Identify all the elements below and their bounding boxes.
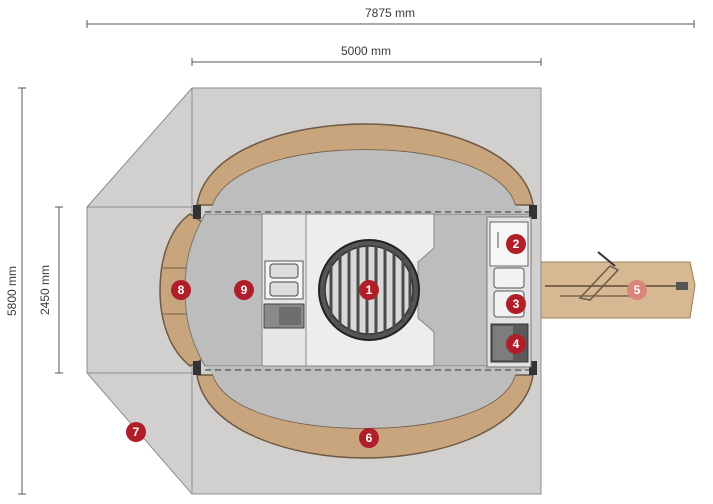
marker-7-label: 7 xyxy=(133,425,140,439)
marker-9-label: 9 xyxy=(241,283,248,297)
drawbar xyxy=(534,251,696,319)
bar-height-label: 2450 mm xyxy=(38,265,52,315)
marker-2[interactable]: 2 xyxy=(506,234,526,254)
marker-6[interactable]: 6 xyxy=(359,428,379,448)
marker-3-label: 3 xyxy=(513,297,520,311)
body-width-label: 5000 mm xyxy=(341,44,391,58)
marker-5-label: 5 xyxy=(634,283,641,297)
overall-height-label: 5800 mm xyxy=(5,266,19,316)
marker-2-label: 2 xyxy=(513,237,520,251)
dimension-bar-height: 2450 mm xyxy=(38,206,63,374)
marker-6-label: 6 xyxy=(366,431,373,445)
marker-8[interactable]: 8 xyxy=(171,280,191,300)
marker-7[interactable]: 7 xyxy=(126,422,146,442)
overall-width-label: 7875 mm xyxy=(365,6,415,20)
marker-1-label: 1 xyxy=(366,283,373,297)
marker-4-label: 4 xyxy=(513,337,520,351)
marker-8-label: 8 xyxy=(178,283,185,297)
marker-1[interactable]: 1 xyxy=(359,280,379,300)
marker-9[interactable]: 9 xyxy=(234,280,254,300)
dimension-overall-height: 5800 mm xyxy=(5,87,26,495)
marker-4[interactable]: 4 xyxy=(506,334,526,354)
dimension-body-width: 5000 mm xyxy=(191,44,542,66)
dimension-overall-width: 7875 mm xyxy=(86,6,695,28)
marker-3[interactable]: 3 xyxy=(506,294,526,314)
marker-5[interactable]: 5 xyxy=(627,280,647,300)
